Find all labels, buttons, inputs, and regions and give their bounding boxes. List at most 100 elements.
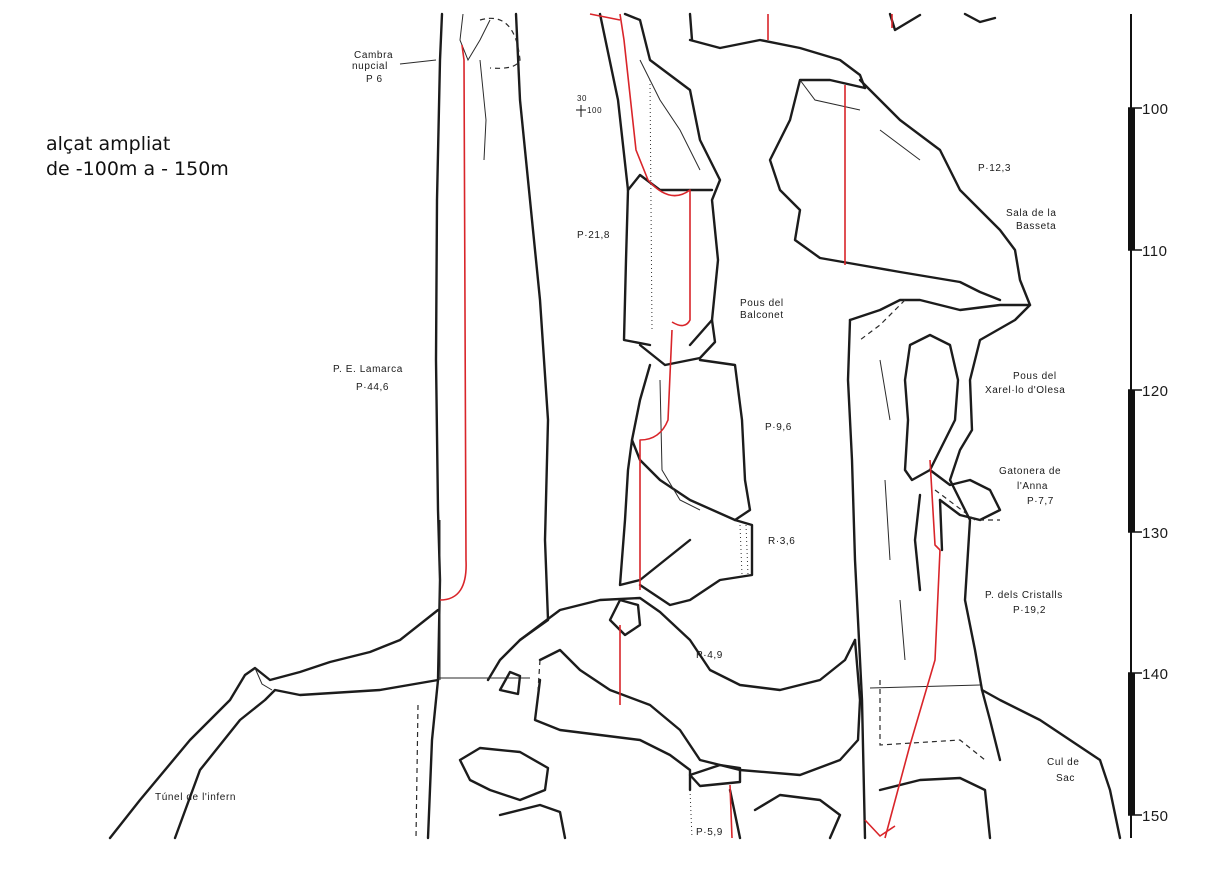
label-cambra-1: Cambra xyxy=(354,50,393,61)
p218-ledge xyxy=(626,173,714,192)
rope-p123 xyxy=(767,14,846,265)
p96-inner xyxy=(659,379,701,511)
bottom-block-2 xyxy=(688,763,742,788)
label-tunel: Túnel de l'infern xyxy=(155,792,236,803)
label-p96: P·9,6 xyxy=(765,422,792,433)
section-title-line2: de -100m a - 150m xyxy=(46,158,229,180)
xarello-dashed xyxy=(859,299,906,341)
label-sala-2: Basseta xyxy=(1016,221,1056,232)
rope-p59 xyxy=(729,784,733,839)
section-title: alçat ampliat de -100m a - 150m xyxy=(46,132,229,182)
scale-label-140: 140 xyxy=(1142,666,1169,683)
xarello-outer-wall xyxy=(848,298,1032,762)
r36-hatch xyxy=(739,524,749,576)
label-lamarca-1: P. E. Lamarca xyxy=(333,364,403,375)
cul-de-sac-wall xyxy=(980,688,1122,840)
p96-left-wall xyxy=(618,438,692,587)
p218-dotted xyxy=(649,79,653,331)
label-lamarca-2: P·44,6 xyxy=(356,382,389,393)
label-cambra-3: P 6 xyxy=(366,74,383,85)
rope-bottom-right xyxy=(864,819,896,837)
balconet-wall-1 xyxy=(638,318,717,367)
lower-gallery-wall xyxy=(533,678,692,792)
label-gatonera-1: Gatonera de xyxy=(999,466,1061,477)
label-p123: P·12,3 xyxy=(978,163,1011,174)
p218-inner xyxy=(639,59,701,171)
label-cristalls-2: P·19,2 xyxy=(1013,605,1046,616)
p59-dotted xyxy=(689,789,693,839)
lower-dashed-1 xyxy=(415,704,419,839)
scale-label-100: 100 xyxy=(1142,101,1169,118)
scale-bar-2 xyxy=(1128,390,1135,532)
lamarca-upper-passage xyxy=(479,17,521,69)
survey-station: 30 100 xyxy=(576,94,602,117)
lamarca-inner-upper xyxy=(459,13,491,161)
rope-top-centre xyxy=(589,13,691,327)
scale-label-130: 130 xyxy=(1142,525,1169,542)
p218-right-wall xyxy=(623,12,722,347)
station-label-30: 30 xyxy=(577,94,587,103)
bottom-block-5 xyxy=(498,803,567,840)
scale-bar-3 xyxy=(1128,673,1135,815)
label-p49: P·4,9 xyxy=(696,650,723,661)
label-cul-1: Cul de xyxy=(1047,757,1080,768)
label-sala-1: Sala de la xyxy=(1006,208,1056,219)
rope-xarello xyxy=(929,459,941,551)
p123-top-wall xyxy=(688,38,867,90)
lamarca-shaft-left-wall xyxy=(426,12,444,840)
label-cul-2: Sac xyxy=(1056,773,1075,784)
cristalls-inner xyxy=(879,359,906,661)
tunel-lower-wall xyxy=(173,678,440,840)
cristalls-dashed xyxy=(879,680,986,761)
p123-upper-ledge xyxy=(688,12,997,42)
p49-block xyxy=(498,670,522,696)
balconet-wall-2 xyxy=(630,358,752,522)
scale-label-120: 120 xyxy=(1142,383,1169,400)
cambra-leader xyxy=(399,59,437,65)
rope-balconet xyxy=(639,329,673,590)
label-gatonera-2: l'Anna xyxy=(1017,481,1048,492)
xarello-left-wall xyxy=(846,318,867,840)
rope-lamarca xyxy=(439,44,467,601)
scale-label-110: 110 xyxy=(1142,243,1167,260)
gatonera-dashed xyxy=(934,489,1000,521)
cave-labels: Cambra nupcial P 6 P·12,3 Sala de la Bas… xyxy=(155,50,1080,838)
cristalls-inner-wall xyxy=(913,493,944,592)
cave-walls xyxy=(108,12,1122,840)
bottom-block-1 xyxy=(458,746,550,802)
label-p218: P·21,8 xyxy=(577,230,610,241)
rope-lines xyxy=(439,13,941,839)
label-r36: R·3,6 xyxy=(768,536,795,547)
cul-de-sac-floor xyxy=(869,684,981,689)
tunel-detail xyxy=(254,667,273,691)
label-xarello-2: Xarel·lo d'Olesa xyxy=(985,385,1065,396)
cul-de-sac-lower xyxy=(878,776,992,840)
label-p59: P·5,9 xyxy=(696,827,723,838)
p49-boulder xyxy=(608,598,642,637)
scale-label-150: 150 xyxy=(1142,808,1169,825)
scale-bar-1 xyxy=(1128,108,1135,250)
section-title-line1: alçat ampliat xyxy=(46,133,171,155)
p123-right-wall xyxy=(858,78,1032,307)
r36-wall xyxy=(638,518,754,607)
gatonera-passage xyxy=(928,468,1002,522)
tunel-upper-wall xyxy=(108,608,440,840)
label-balconet-2: Balconet xyxy=(740,310,784,321)
p123-inner xyxy=(799,79,921,161)
bottom-block-3 xyxy=(753,793,842,840)
label-cristalls-1: P. dels Cristalls xyxy=(985,590,1063,601)
bottom-block-4 xyxy=(728,788,742,840)
p218-left-wall xyxy=(598,12,652,347)
label-gatonera-3: P·7,7 xyxy=(1027,496,1054,507)
label-cambra-2: nupcial xyxy=(352,61,388,72)
label-balconet-1: Pous del xyxy=(740,298,784,309)
p49-upper-wall xyxy=(518,596,857,692)
station-label-100: 100 xyxy=(587,106,602,115)
p123-left-wall xyxy=(768,78,1002,302)
lamarca-shaft-right-wall xyxy=(486,12,550,682)
rope-cristalls xyxy=(884,549,941,839)
depth-scale: 100 110 120 130 140 150 xyxy=(1128,14,1169,838)
label-xarello-1: Pous del xyxy=(1013,371,1057,382)
xarello-inner xyxy=(903,333,960,482)
